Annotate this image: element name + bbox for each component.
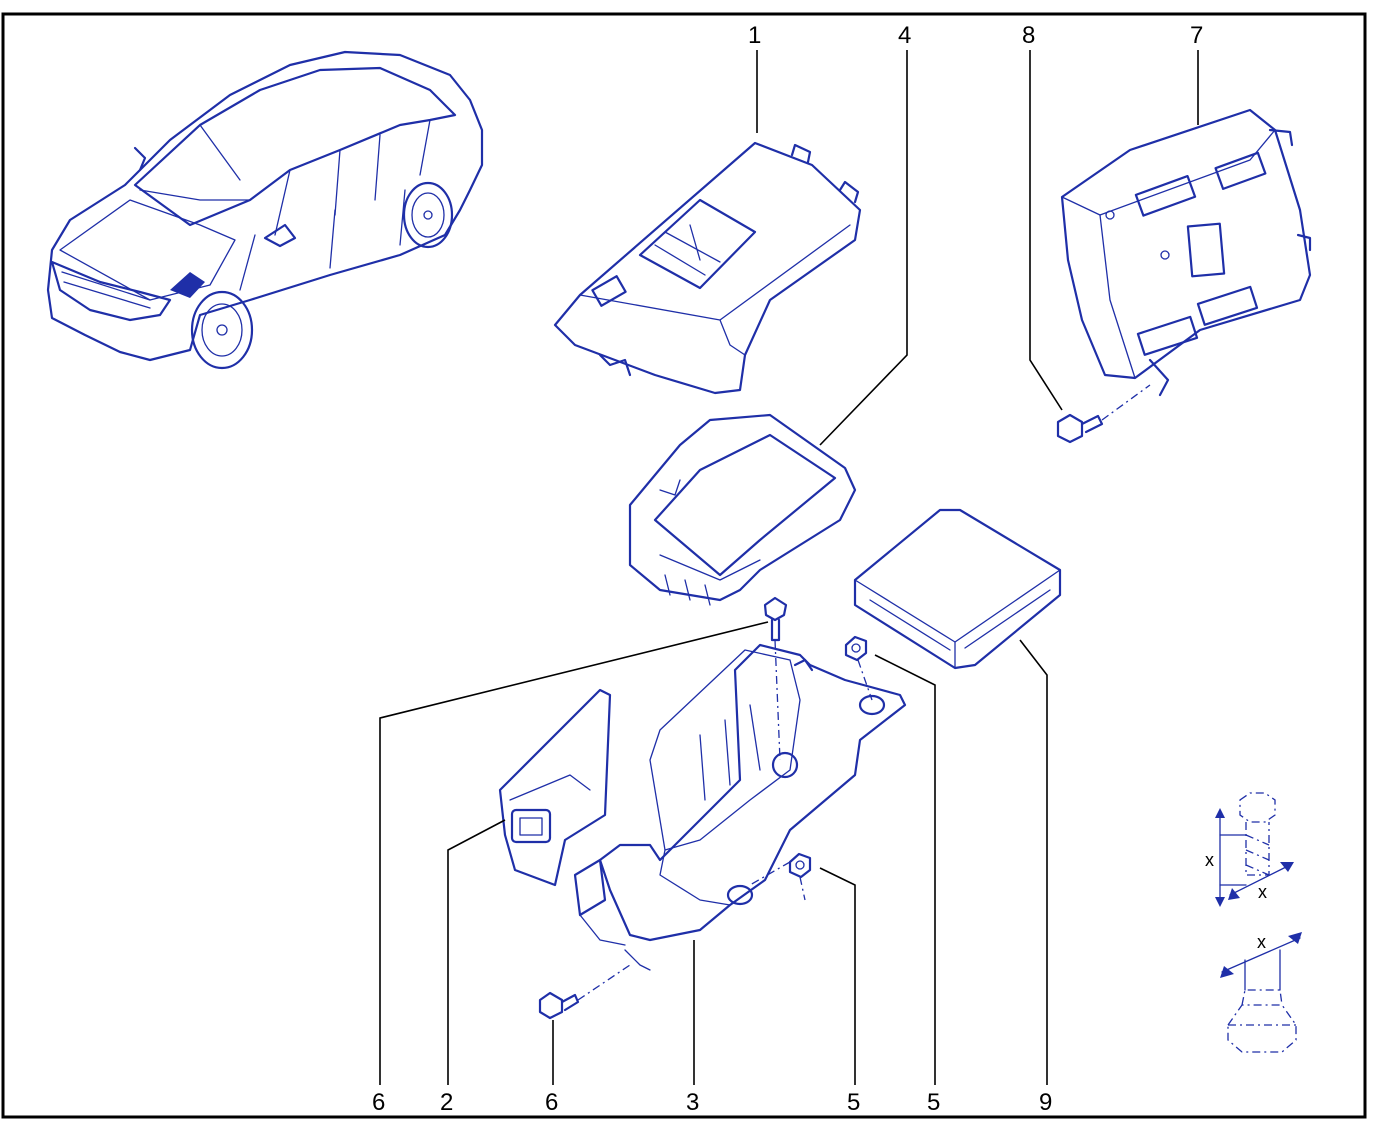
part-nut-right-lower <box>749 852 812 901</box>
bolt-length-label: x <box>1205 850 1214 870</box>
callout-9: 9 <box>1039 1089 1052 1116</box>
fastener-dimension-legend: x x x <box>1205 792 1302 1053</box>
location-marker <box>170 272 205 298</box>
callout-8: 8 <box>1022 22 1035 49</box>
callout-7: 7 <box>1190 22 1203 49</box>
part-fuse-box-frame <box>628 413 857 606</box>
callout-6-center: 6 <box>545 1089 558 1116</box>
bolt-dimension-icon: x x <box>1205 792 1294 907</box>
callout-5-right: 5 <box>927 1089 940 1116</box>
part-side-cover <box>498 688 612 887</box>
callout-labels: 1 4 8 7 6 2 6 3 5 5 9 <box>372 22 1203 1116</box>
part-unit-bolt <box>1056 384 1151 444</box>
callout-6-left: 6 <box>372 1089 385 1116</box>
part-bolt-lower <box>538 964 631 1020</box>
part-nut-right-upper <box>844 635 873 701</box>
nut-dimension-label: x <box>1257 932 1266 952</box>
bolt-diameter-label: x <box>1258 882 1267 902</box>
callout-1: 1 <box>748 22 761 49</box>
callout-4: 4 <box>898 22 911 49</box>
part-cover <box>553 141 862 395</box>
callout-3: 3 <box>686 1089 699 1116</box>
part-support-bracket <box>573 643 907 971</box>
warning-label-icon <box>638 198 757 290</box>
diagram-frame <box>1 12 1367 1119</box>
leader-lines <box>379 50 1199 1085</box>
part-bolt-upper <box>763 596 788 761</box>
callout-2: 2 <box>440 1089 453 1116</box>
nut-dimension-icon: x <box>1220 932 1302 1053</box>
part-module <box>853 508 1062 670</box>
vehicle-illustration <box>46 50 484 370</box>
part-control-unit <box>1060 108 1312 397</box>
callout-5-left: 5 <box>847 1089 860 1116</box>
